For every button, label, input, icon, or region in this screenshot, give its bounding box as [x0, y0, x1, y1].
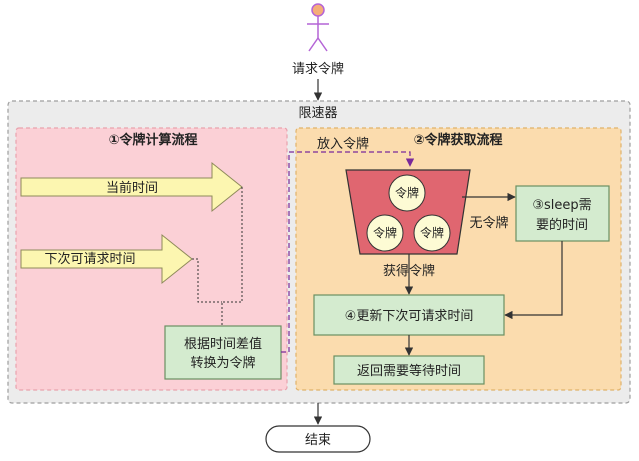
current-time-label: 当前时间 — [106, 180, 158, 196]
update-node-label: ④更新下次可请求时间 — [345, 308, 474, 324]
edge-put-token — [281, 151, 415, 353]
end-node-label: 结束 — [305, 433, 331, 448]
convert-node-line1: 根据时间差值 — [184, 336, 262, 352]
section2-title: ②令牌获取流程 — [413, 132, 502, 148]
edge-sleep-to-update — [504, 241, 563, 320]
actor-leg-left — [308, 37, 319, 52]
update-node — [313, 294, 505, 336]
connector-current-time — [221, 187, 243, 326]
sleep-node-line2: 要的时间 — [536, 217, 588, 233]
token-left-label: 令牌 — [373, 225, 397, 240]
next-request-time-label: 下次可请求时间 — [44, 251, 135, 267]
return-wait-label: 返回需要等待时间 — [357, 363, 461, 379]
actor-icon — [307, 3, 329, 52]
token-right-label: 令牌 — [420, 225, 444, 240]
limiter-title: 限速器 — [298, 106, 337, 121]
actor-head — [311, 3, 325, 17]
current-time-arrow — [20, 161, 243, 213]
section1-title: ①令牌计算流程 — [108, 132, 197, 148]
put-token-label: 放入令牌 — [317, 136, 369, 152]
sleep-node-line1: ③sleep需 — [532, 198, 591, 213]
actor-leg-right — [317, 37, 328, 52]
return-wait-node — [333, 355, 485, 385]
token-top — [388, 174, 426, 212]
sleep-node — [515, 185, 610, 242]
token-top-label: 令牌 — [395, 185, 419, 200]
next-request-time-arrow — [20, 233, 193, 285]
section2-container — [295, 127, 622, 391]
get-token-label: 获得令牌 — [383, 263, 435, 279]
token-left — [366, 214, 404, 252]
connector-next-time — [192, 258, 222, 303]
no-token-label: 无令牌 — [469, 215, 508, 231]
token-right — [413, 214, 451, 252]
end-node — [265, 425, 371, 453]
convert-node-line2: 转换为令牌 — [190, 355, 255, 371]
convert-node — [164, 325, 282, 380]
actor-label: 请求令牌 — [292, 61, 344, 77]
